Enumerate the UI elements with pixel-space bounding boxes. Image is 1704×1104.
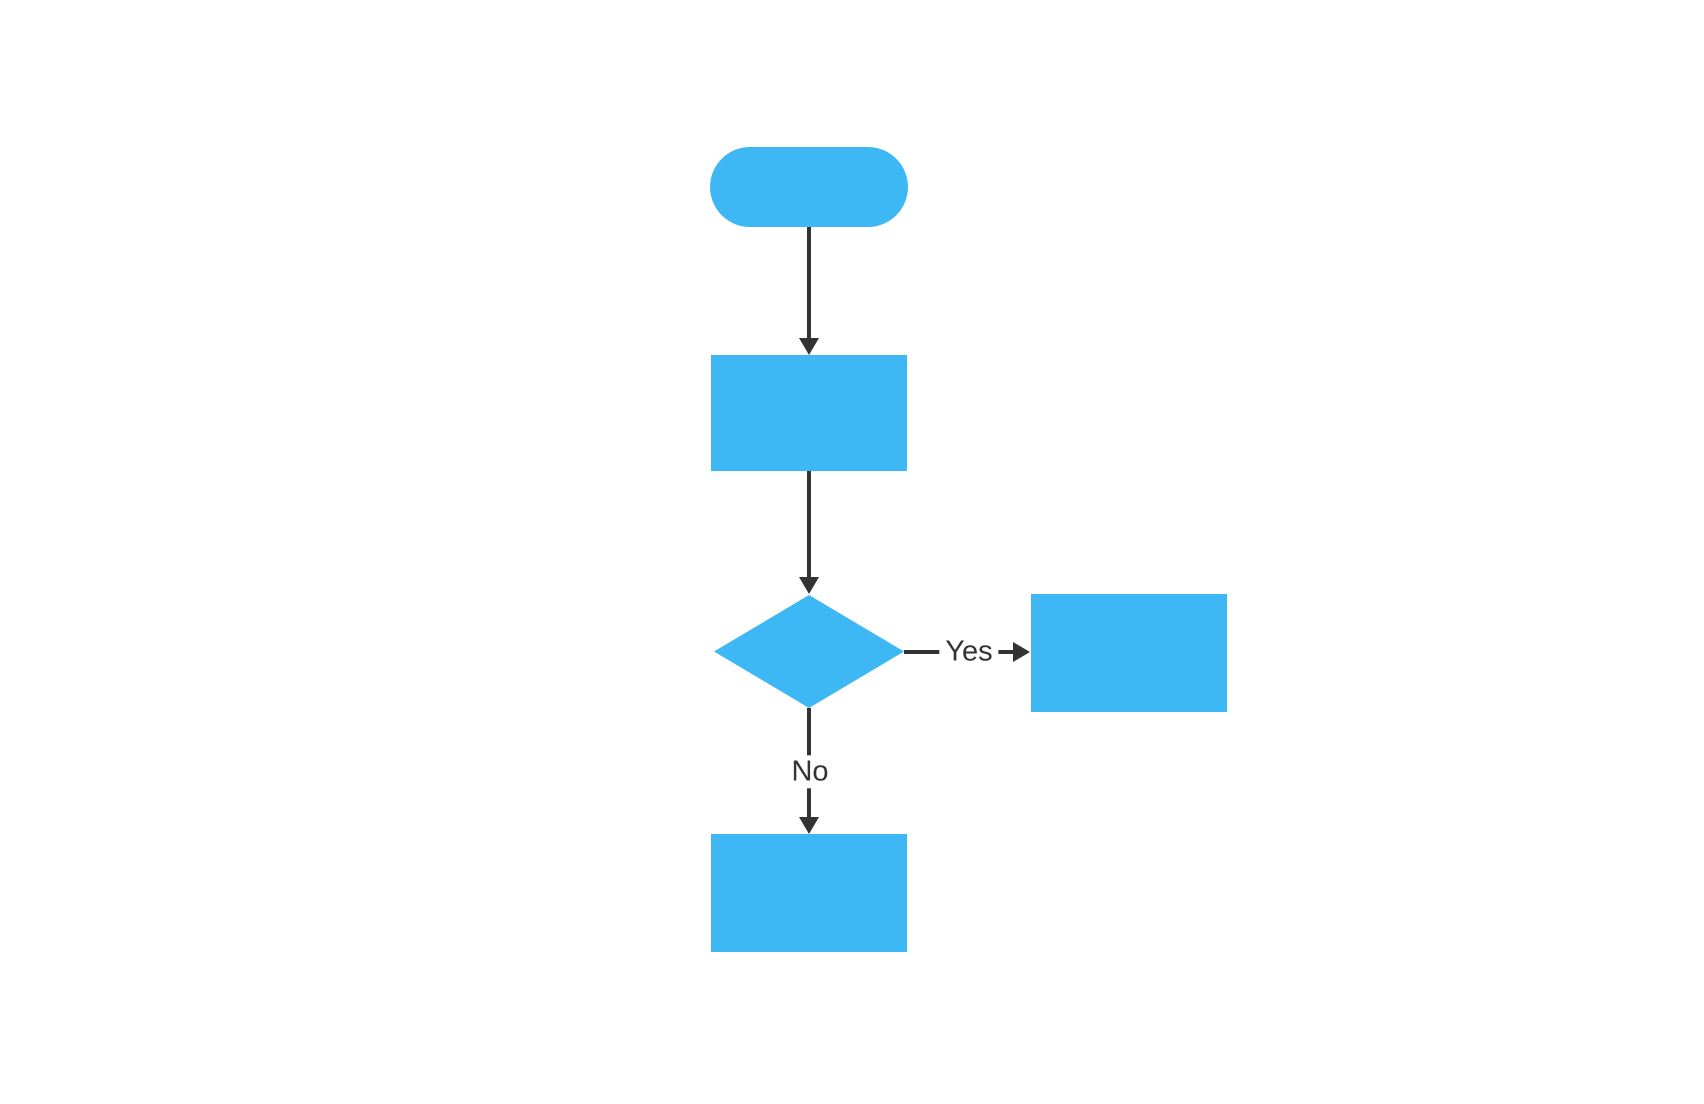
arrowhead-down-icon [799, 577, 819, 594]
decision-node [714, 595, 904, 708]
arrowhead-down-icon [799, 338, 819, 355]
edge-process-to-decision [807, 471, 811, 579]
process-node-yes [1031, 594, 1227, 712]
start-node [710, 147, 908, 227]
arrowhead-down-icon [799, 817, 819, 834]
edge-start-to-process [807, 227, 811, 340]
arrowhead-right-icon [1013, 642, 1030, 662]
process-node-no [711, 834, 907, 952]
edge-label-yes: Yes [939, 635, 999, 669]
edge-label-no: No [785, 755, 835, 789]
process-node-1 [711, 355, 907, 471]
